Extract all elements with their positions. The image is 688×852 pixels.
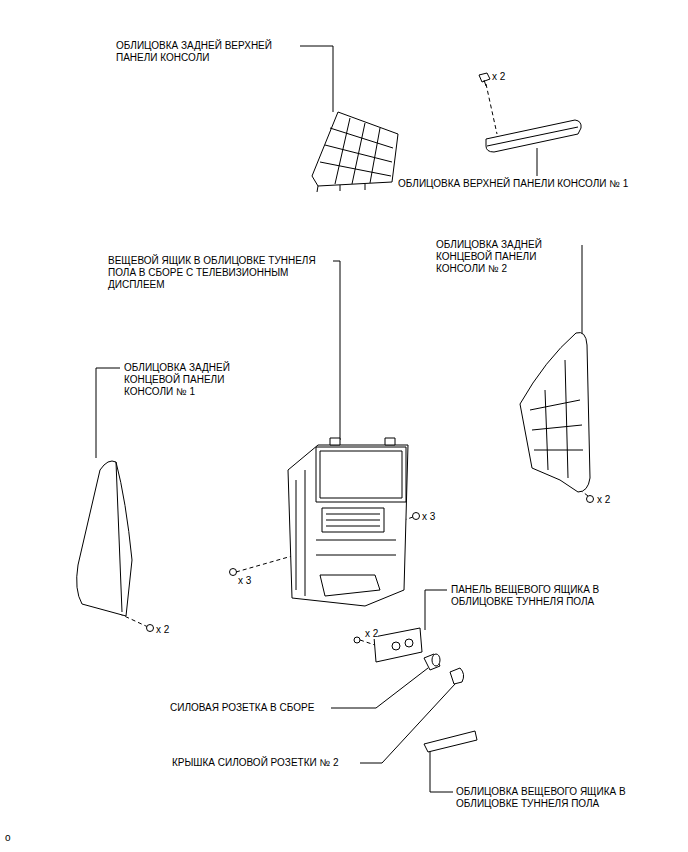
bolt-axes [120,84,588,645]
part-name: ОБЛИЦОВКА ЗАДНЕЙ ВЕРХНЕЙ ПАНЕЛИ КОНСОЛИ [116,40,272,63]
part-name-box: ОБЛИЦОВКА ВЕЩЕВОГО ЯЩИКА В ОБЛИЦОВКЕ ТУН… [456,786,646,810]
part-name-box: ОБЛИЦОВКА ЗАДНЕЙ ВЕРХНЕЙ ПАНЕЛИ КОНСОЛИ [116,40,301,64]
small-panel [374,628,422,662]
bolt [354,637,360,643]
part-name: ОБЛИЦОВКА ВЕРХНЕЙ ПАНЕЛИ КОНСОЛИ № 1 [398,178,628,189]
part-name-box: КРЫШКА СИЛОВОЙ РОЗЕТКИ № 2 [172,757,362,769]
quantity: x 3 [238,575,251,586]
bolt [230,513,420,576]
trim-strip [424,731,477,752]
part-name-box: ОБЛИЦОВКА ВЕРХНЕЙ ПАНЕЛИ КОНСОЛИ № 1 [398,178,658,190]
end-panel-left [77,461,132,616]
part-name-box: ОБЛИЦОВКА ЗАДНЕЙ КОНЦЕВОЙ ПАНЕЛИ КОНСОЛИ… [124,362,264,398]
bolt [479,73,490,86]
page-mark-box: o [5,832,25,844]
bolt [147,625,154,632]
quantity: x 2 [156,624,169,635]
part-name: ПАНЕЛЬ ВЕЩЕВОГО ЯЩИКА В ОБЛИЦОВКЕ ТУННЕЛ… [451,584,599,607]
part-name: ОБЛИЦОВКА ВЕЩЕВОГО ЯЩИКА В ОБЛИЦОВКЕ ТУН… [456,786,626,809]
part-name: СИЛОВАЯ РОЗЕТКА В СБОРЕ [170,702,314,713]
quantity: x 2 [492,71,505,82]
end-panel-right [520,333,590,493]
quantity-box: x 2 [492,71,522,83]
part-name: ОБЛИЦОВКА ЗАДНЕЙ КОНЦЕВОЙ ПАНЕЛИ КОНСОЛИ… [436,239,542,274]
part-name: ВЕЩЕВОЙ ЯЩИК В ОБЛИЦОВКЕ ТУННЕЛЯ ПОЛА В … [108,255,316,290]
console-box [288,438,408,606]
power-outlet [424,654,440,670]
quantity-box: x 2 [365,628,395,640]
part-name-box: ПАНЕЛЬ ВЕЩЕВОГО ЯЩИКА В ОБЛИЦОВКЕ ТУННЕЛ… [451,584,626,608]
part-name-box: ВЕЩЕВОЙ ЯЩИК В ОБЛИЦОВКЕ ТУННЕЛЯ ПОЛА В … [108,255,338,291]
page-mark: o [5,832,11,843]
part-name: КРЫШКА СИЛОВОЙ РОЗЕТКИ № 2 [172,757,339,768]
outlet-cover [450,668,464,684]
quantity-box: x 2 [156,624,186,636]
part-name-box: ОБЛИЦОВКА ЗАДНЕЙ КОНЦЕВОЙ ПАНЕЛИ КОНСОЛИ… [436,239,576,275]
quantity-box: x 3 [422,511,452,523]
quantity: x 2 [597,494,610,505]
quantity-box: x 3 [238,575,268,587]
bolt [587,496,594,503]
quantity: x 2 [365,628,378,639]
part-name: ОБЛИЦОВКА ЗАДНЕЙ КОНЦЕВОЙ ПАНЕЛИ КОНСОЛИ… [124,362,230,397]
rear-upper-panel [312,112,398,192]
upper-panel-trim [486,120,581,152]
part-name-box: СИЛОВАЯ РОЗЕТКА В СБОРЕ [170,702,335,714]
quantity-box: x 2 [597,494,627,506]
leader-lines [96,46,582,792]
quantity: x 3 [422,511,435,522]
